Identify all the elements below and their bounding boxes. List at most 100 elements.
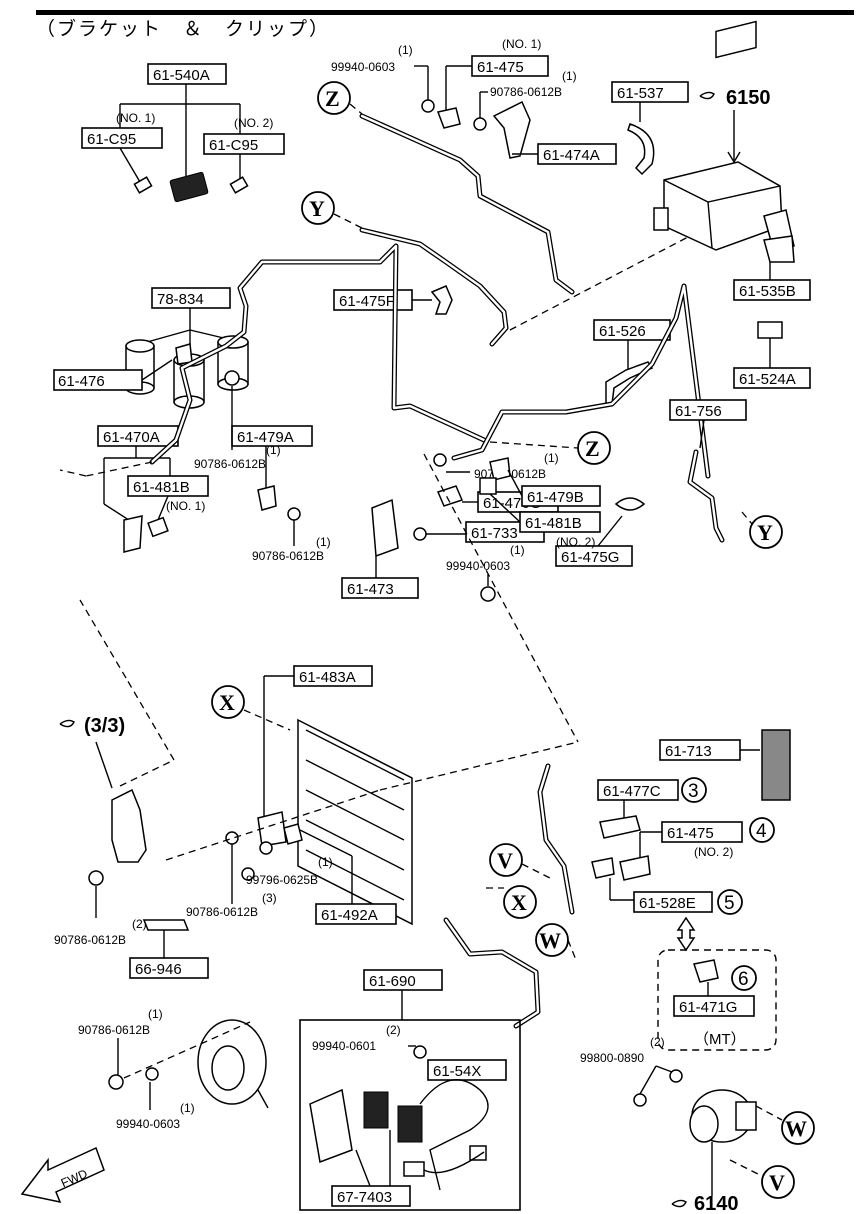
part-box-61-524A[interactable] bbox=[733, 367, 811, 389]
svg-text:(NO. 2): (NO. 2) bbox=[694, 845, 733, 859]
group-61-690: 61-690 (2) 99940-0601 61-54X 67-7403 bbox=[299, 969, 521, 1211]
svg-text:61-524A: 61-524A bbox=[739, 371, 796, 388]
part-box-61-479B[interactable] bbox=[521, 485, 601, 507]
svg-text:61-713: 61-713 bbox=[665, 743, 712, 760]
svg-text:61-C95: 61-C95 bbox=[209, 137, 258, 154]
svg-text:(NO. 1): (NO. 1) bbox=[166, 499, 205, 513]
harness-frame bbox=[299, 1019, 521, 1211]
connector-x-left[interactable] bbox=[211, 685, 245, 719]
svg-text:61-471G: 61-471G bbox=[679, 999, 737, 1016]
mt-variant-box bbox=[657, 949, 777, 1051]
group-heater-unit: 61-537 6150 61-535B bbox=[509, 20, 811, 331]
svg-text:61-54X: 61-54X bbox=[433, 1063, 481, 1080]
part-box-61-756[interactable] bbox=[669, 399, 747, 421]
svg-text:Y: Y bbox=[309, 196, 325, 221]
part-box-61-473[interactable] bbox=[341, 577, 419, 599]
condenser-icon bbox=[297, 718, 413, 926]
svg-text:61-535B: 61-535B bbox=[739, 283, 796, 300]
group-top-center: Z (1) 99940-0603 (NO. 1) 61-475 (1) 9078… bbox=[317, 37, 617, 295]
svg-text:(1): (1) bbox=[318, 855, 333, 869]
group-middle-left: 61-470A 61-481B (NO. 1) 61-476 61-479A (… bbox=[53, 243, 611, 563]
svg-text:X: X bbox=[219, 690, 235, 715]
svg-text:61-481B: 61-481B bbox=[133, 479, 190, 496]
svg-text:61-756: 61-756 bbox=[675, 403, 722, 420]
callout-3 bbox=[681, 777, 707, 803]
connector-w-bottom[interactable] bbox=[781, 1111, 815, 1145]
svg-text:(1): (1) bbox=[316, 535, 331, 549]
connector-x-mid[interactable] bbox=[503, 885, 537, 919]
svg-text:61-475F: 61-475F bbox=[339, 293, 395, 310]
svg-text:67-7403: 67-7403 bbox=[337, 1189, 392, 1206]
part-box-61-528E[interactable] bbox=[633, 891, 713, 913]
part-box-61-690[interactable] bbox=[363, 969, 443, 991]
svg-text:61-537: 61-537 bbox=[617, 85, 664, 102]
connector-z-top[interactable] bbox=[317, 81, 351, 115]
svg-text:61-470A: 61-470A bbox=[103, 429, 160, 446]
svg-text:(NO. 1): (NO. 1) bbox=[502, 37, 541, 51]
bracket-icon-473 bbox=[371, 498, 399, 558]
part-box-61-471G[interactable] bbox=[673, 995, 755, 1017]
group-61-526: 61-526 61-524A bbox=[593, 319, 811, 405]
group-61-756: 61-756 bbox=[669, 399, 747, 543]
svg-text:(1): (1) bbox=[398, 43, 413, 57]
heater-unit-icon bbox=[663, 161, 783, 251]
svg-text:(3): (3) bbox=[262, 891, 277, 905]
assembly-6150: 6150 bbox=[726, 87, 771, 109]
group-right-clips: 61-477C 3 61-475 4 (NO. 2) 61-528E 5 6 6… bbox=[591, 777, 777, 1051]
svg-text:W: W bbox=[539, 928, 561, 953]
svg-text:61-474A: 61-474A bbox=[543, 147, 600, 164]
part-box-61-540A[interactable] bbox=[147, 63, 227, 85]
part-box-61-C95-a[interactable] bbox=[81, 127, 163, 149]
svg-text:61-477C: 61-477C bbox=[603, 783, 661, 800]
svg-text:90786-0612B: 90786-0612B bbox=[186, 905, 258, 919]
connector-v-bottom[interactable] bbox=[761, 1165, 795, 1199]
group-condenser: X 61-483A (1) 99796-0625B (3) 90786-0612… bbox=[165, 453, 579, 926]
fwd-arrow: FWD bbox=[20, 1146, 105, 1204]
part-box-61-481B-b[interactable] bbox=[519, 511, 601, 533]
part-box-61-492A[interactable] bbox=[315, 903, 397, 925]
svg-text:(2): (2) bbox=[132, 917, 147, 931]
group-y-lower: 61-475G Y bbox=[451, 283, 783, 567]
connector-y-top[interactable] bbox=[301, 191, 335, 225]
connector-y-mid[interactable] bbox=[749, 515, 783, 549]
label-mt: （MT） bbox=[694, 1031, 746, 1048]
svg-text:(1): (1) bbox=[148, 1007, 163, 1021]
svg-text:61-690: 61-690 bbox=[369, 973, 416, 990]
connector-v-mid[interactable] bbox=[489, 843, 523, 877]
part-box-61-537[interactable] bbox=[611, 81, 689, 103]
svg-text:99940-0601: 99940-0601 bbox=[312, 1039, 376, 1053]
group-61-713: 61-713 bbox=[659, 729, 791, 801]
svg-text:99796-0625B: 99796-0625B bbox=[246, 873, 318, 887]
group-vxw-pipes: V X W bbox=[443, 763, 577, 1029]
part-box-61-477C[interactable] bbox=[597, 779, 679, 801]
part-box-61-474A[interactable] bbox=[537, 143, 617, 165]
part-box-61-535B[interactable] bbox=[733, 279, 811, 301]
part-box-67-7403[interactable] bbox=[331, 1185, 411, 1207]
part-box-61-C95-b[interactable] bbox=[203, 133, 285, 155]
svg-text:Y: Y bbox=[757, 520, 773, 545]
clip-icon-475G bbox=[614, 497, 646, 511]
part-box-78-834[interactable] bbox=[151, 287, 231, 309]
svg-text:90786-0612B: 90786-0612B bbox=[194, 457, 266, 471]
svg-text:61-528E: 61-528E bbox=[639, 895, 696, 912]
part-box-66-946[interactable] bbox=[129, 957, 209, 979]
svg-text:61-475G: 61-475G bbox=[561, 549, 619, 566]
svg-text:99800-0890: 99800-0890 bbox=[580, 1051, 644, 1065]
svg-text:99940-0603: 99940-0603 bbox=[446, 559, 510, 573]
svg-text:X: X bbox=[511, 890, 527, 915]
svg-text:61-475: 61-475 bbox=[667, 825, 714, 842]
part-box-61-475F[interactable] bbox=[333, 289, 413, 311]
callout-6 bbox=[731, 965, 757, 991]
svg-text:90786-0612B: 90786-0612B bbox=[252, 549, 324, 563]
part-box-61-54X[interactable] bbox=[427, 1059, 507, 1081]
svg-text:W: W bbox=[785, 1116, 807, 1141]
group-left-lower: (3/3) (2) 90786-0612B 66-946 bbox=[54, 599, 209, 979]
svg-text:99940-0603: 99940-0603 bbox=[116, 1117, 180, 1131]
clip-icon bbox=[430, 285, 453, 315]
svg-text:90786-0612B: 90786-0612B bbox=[78, 1023, 150, 1037]
part-box-61-475G[interactable] bbox=[555, 545, 633, 567]
bracket-icon-left bbox=[111, 788, 147, 863]
svg-text:(NO. 2): (NO. 2) bbox=[556, 535, 595, 549]
svg-text:61-733: 61-733 bbox=[471, 525, 518, 542]
